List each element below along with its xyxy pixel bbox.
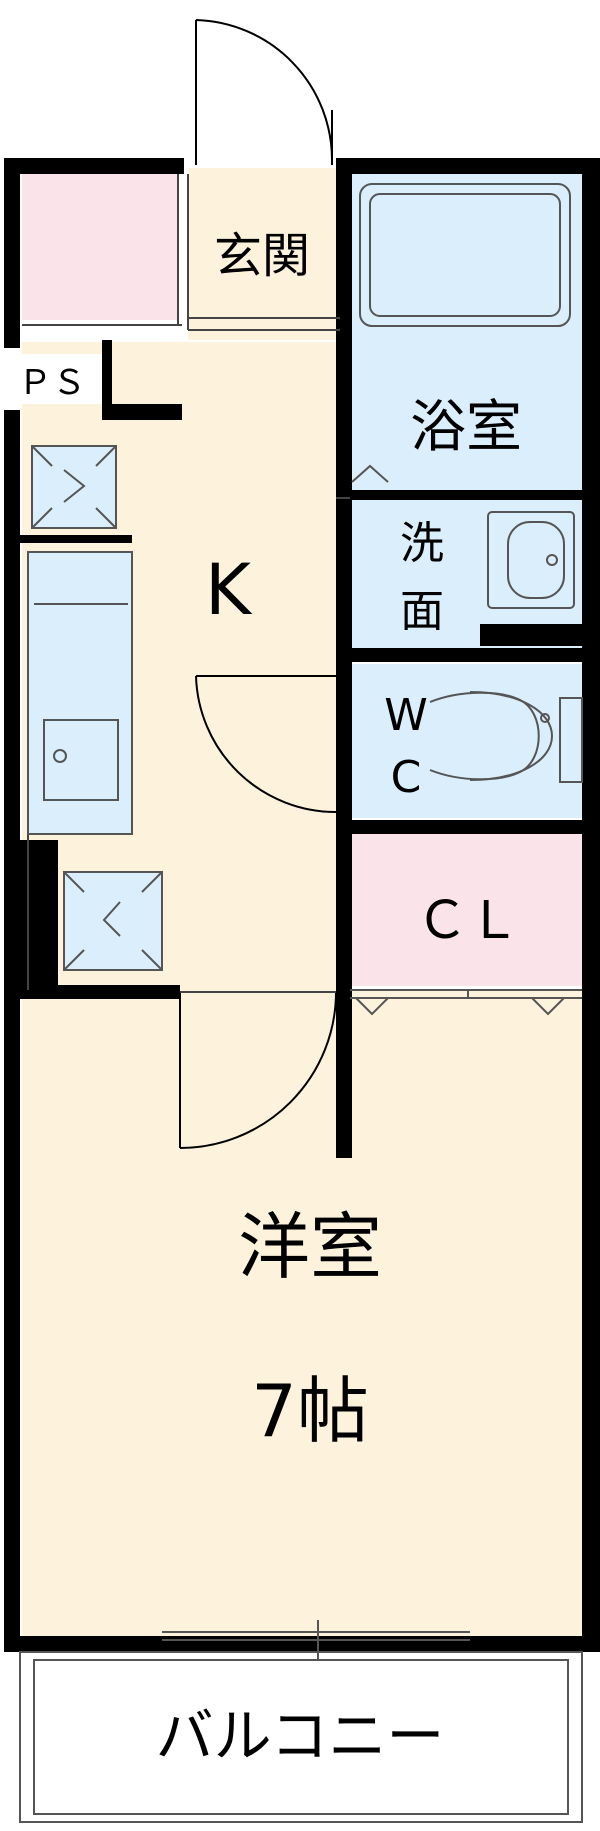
- ps-box: [6, 354, 102, 404]
- wc-label-bottom: C: [391, 752, 422, 803]
- bath-label: 浴室: [410, 395, 522, 460]
- upper-kitchen-box: [31, 445, 117, 529]
- wash-label-top: 洗: [400, 518, 444, 569]
- bath-floor: [350, 168, 582, 490]
- closet-floor: [350, 832, 582, 986]
- kitchen-counter: [27, 551, 133, 835]
- balcony-label: バルコニー: [156, 1702, 445, 1770]
- entrance-label: 玄関: [214, 228, 310, 284]
- wc-floor: [350, 664, 582, 818]
- ps-label: ＰＳ: [18, 363, 86, 403]
- western-room-door[interactable]: [179, 991, 337, 1149]
- wash-basin: [487, 511, 575, 609]
- room-size-label: 7帖: [251, 1369, 369, 1453]
- closet-label: ＣＬ: [416, 891, 520, 951]
- bath-threshold: [351, 464, 389, 483]
- walls: [4, 158, 600, 1652]
- balcony: [19, 1651, 583, 1823]
- storage-pink: [22, 170, 178, 320]
- balcony-window[interactable]: [162, 1620, 470, 1660]
- closet-doors[interactable]: [350, 989, 582, 1016]
- wc-label-top: W: [384, 690, 428, 741]
- western-room-floor: [22, 990, 582, 1642]
- wash-label-bottom: 面: [400, 586, 444, 637]
- lower-kitchen-box: [63, 871, 163, 971]
- toilet: [429, 691, 583, 783]
- thin-lines: [22, 174, 350, 990]
- entrance-door[interactable]: [195, 19, 333, 165]
- kitchen-door[interactable]: [195, 675, 337, 813]
- kitchen-label: K: [205, 549, 253, 631]
- western-room-label: 洋室: [238, 1205, 382, 1289]
- bathtub: [359, 183, 571, 327]
- entrance-floor: [188, 168, 342, 340]
